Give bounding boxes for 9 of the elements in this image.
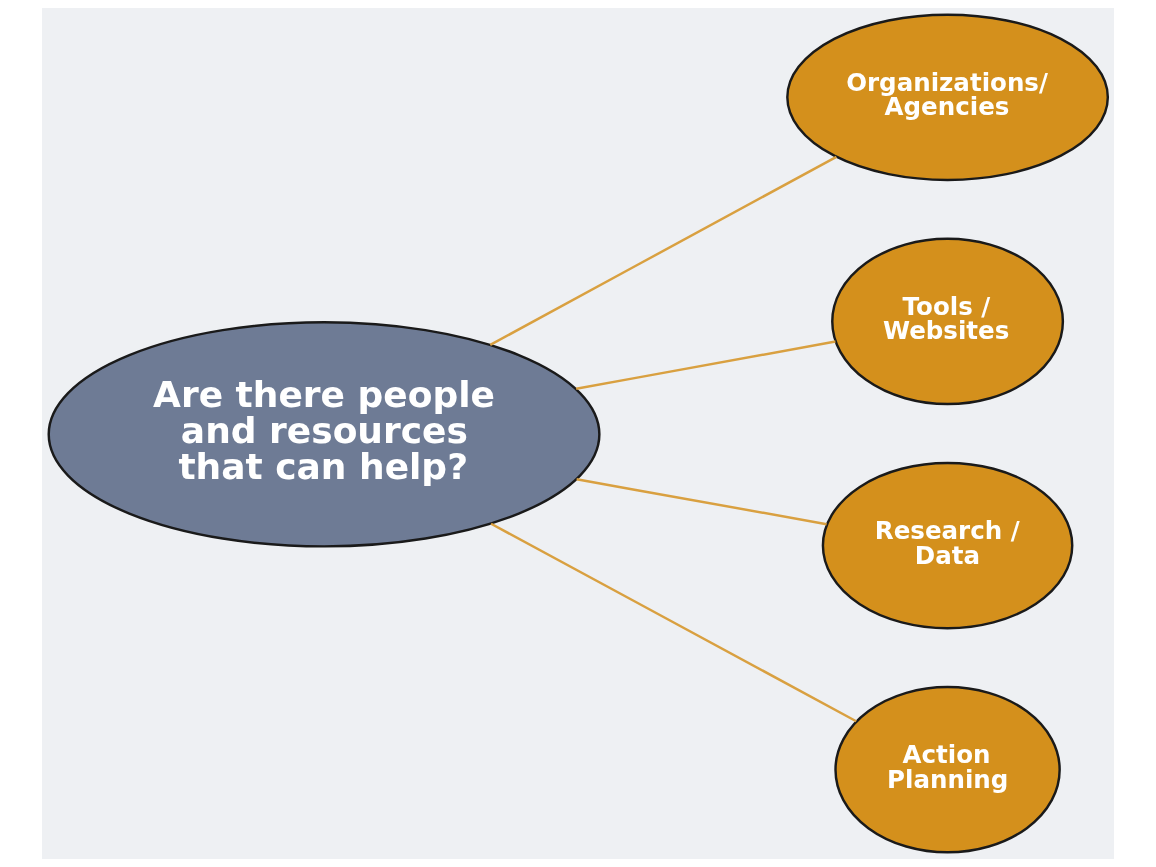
connector	[576, 478, 827, 526]
connector	[490, 522, 857, 723]
connector	[489, 155, 837, 346]
node-ellipse: Action Planning	[834, 685, 1061, 854]
node-ellipse: Are there people and resources that can help?	[47, 321, 601, 548]
node-ellipse: Research / Data	[821, 461, 1074, 630]
connector	[575, 340, 836, 390]
node-ellipse: Tools / Websites	[831, 237, 1065, 406]
node-ellipse: Organizations/ Agencies	[786, 13, 1110, 182]
